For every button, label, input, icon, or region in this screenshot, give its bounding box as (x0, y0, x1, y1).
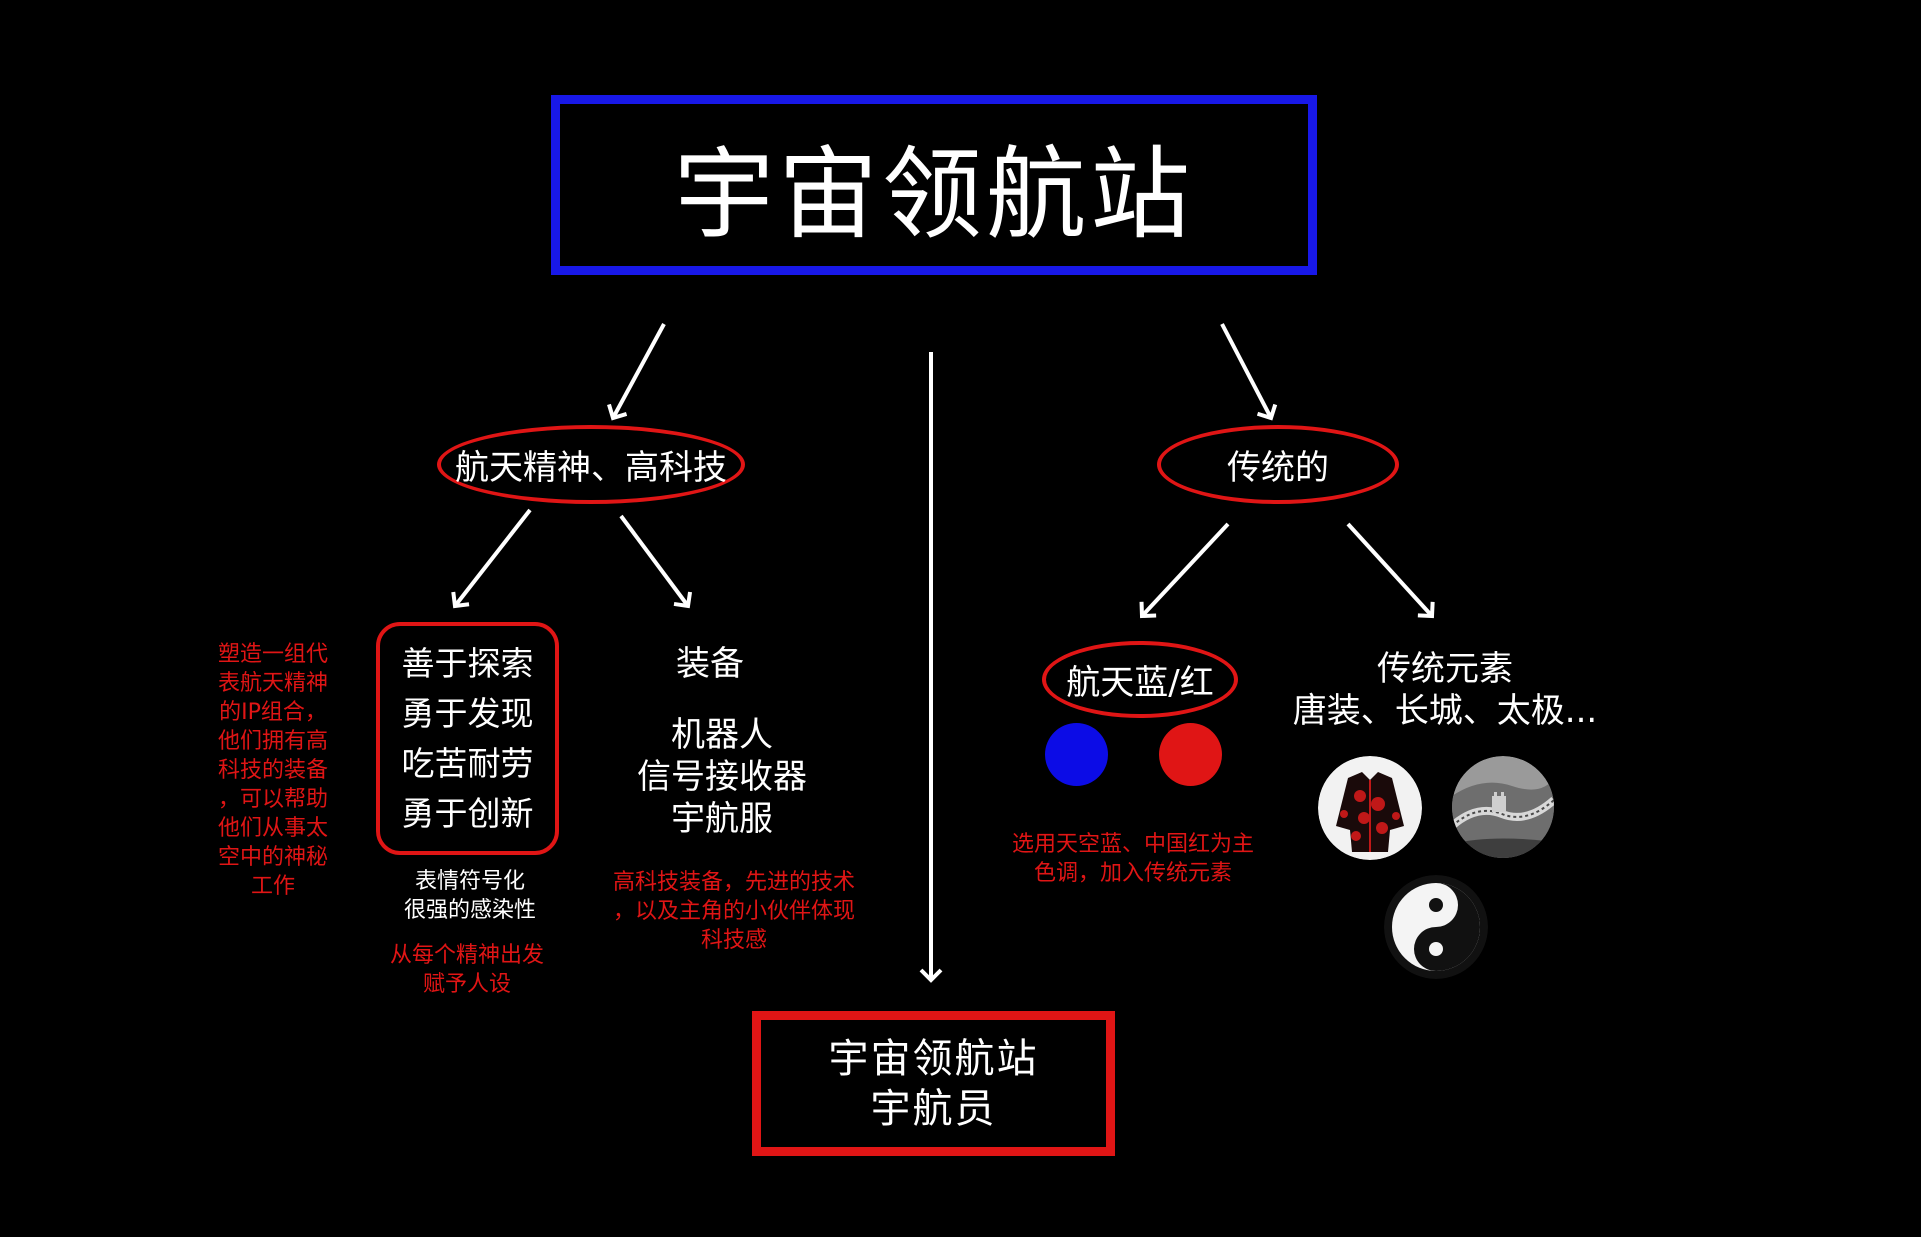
ip-group-note: 塑造一组代 表航天精神 的IP组合， 他们拥有高 科技的装备 ，可以帮助 他们从… (208, 640, 338, 901)
result-line-2: 宇航员 (870, 1085, 997, 1132)
arrow-to-elements (1346, 522, 1435, 619)
note-line: 工作 (250, 874, 295, 899)
spirit-item: 勇于发现 (401, 693, 534, 733)
equipment-note: 高科技装备，先进的技术 ，以及主角的小伙伴体现 科技感 (596, 868, 872, 955)
equipment-item: 机器人 (671, 715, 773, 755)
arrow-to-spirits-box (451, 508, 532, 609)
note-line: 高科技装备，先进的技术 (612, 870, 855, 895)
title-box: 宇宙领航站 (551, 95, 1317, 275)
taiji-image (1384, 875, 1488, 979)
emoji-note: 表情符号化 很强的感染性 (380, 867, 560, 925)
red-swatch (1159, 723, 1222, 786)
spirit-item: 勇于创新 (401, 793, 534, 833)
persona-note: 从每个精神出发 赋予人设 (370, 941, 564, 999)
note-line: 科技感 (700, 928, 767, 953)
note-line: 他们从事太 (217, 816, 328, 841)
page-title: 宇宙领航站 (674, 135, 1194, 253)
spirit-item: 善于探索 (401, 643, 534, 683)
result-line-1: 宇宙领航站 (828, 1035, 1039, 1082)
traditional-elements: 传统元素 唐装、长城、太极... (1290, 648, 1600, 732)
note-line: 从每个精神出发 (389, 943, 544, 968)
note-line: 空中的神秘 (217, 845, 328, 870)
equipment-title: 装备 (676, 644, 744, 684)
great-wall-image (1452, 756, 1554, 858)
blue-swatch (1045, 723, 1108, 786)
color-note: 选用天空蓝、中国红为主 色调，加入传统元素 (986, 830, 1280, 888)
note-line: 表航天精神 (217, 671, 328, 696)
elements-title: 传统元素 (1377, 649, 1513, 689)
equipment-item: 宇航服 (671, 799, 773, 839)
spirit-tech-label: 航天精神、高科技 (455, 448, 727, 488)
arrow-to-equipment (619, 514, 693, 609)
arrow-to-traditional (1220, 323, 1278, 421)
note-line: 表情符号化 (414, 869, 525, 894)
tang-suit-image (1318, 756, 1422, 860)
equipment-item: 信号接收器 (637, 757, 807, 797)
note-line: ，可以帮助 (217, 787, 328, 812)
note-line: 赋予人设 (422, 972, 511, 997)
note-line: 塑造一组代 (217, 642, 328, 667)
note-line: 选用天空蓝、中国红为主 (1011, 832, 1254, 857)
color-ellipse: 航天蓝/红 (1042, 641, 1238, 718)
result-box: 宇宙领航站 宇航员 (752, 1011, 1115, 1156)
spirits-box: 善于探索 勇于发现 吃苦耐劳 勇于创新 (376, 622, 559, 855)
arrow-to-colors (1139, 522, 1230, 619)
traditional-ellipse: 传统的 (1157, 425, 1399, 504)
spirit-item: 吃苦耐劳 (401, 743, 534, 783)
note-line: 色调，加入传统元素 (1033, 861, 1232, 886)
color-label: 航天蓝/红 (1066, 663, 1214, 703)
note-line: 他们拥有高 (217, 729, 328, 754)
spirit-tech-ellipse: 航天精神、高科技 (437, 425, 745, 504)
note-line: ，以及主角的小伙伴体现 (612, 899, 855, 924)
arrow-to-spirit (607, 323, 666, 421)
note-line: 科技的装备 (217, 758, 328, 783)
equipment-list: 机器人 信号接收器 宇航服 (622, 714, 822, 840)
elements-list: 唐装、长城、太极... (1292, 691, 1598, 731)
traditional-label: 传统的 (1227, 448, 1329, 488)
note-line: 很强的感染性 (403, 898, 536, 923)
note-line: 的IP组合， (219, 700, 327, 725)
